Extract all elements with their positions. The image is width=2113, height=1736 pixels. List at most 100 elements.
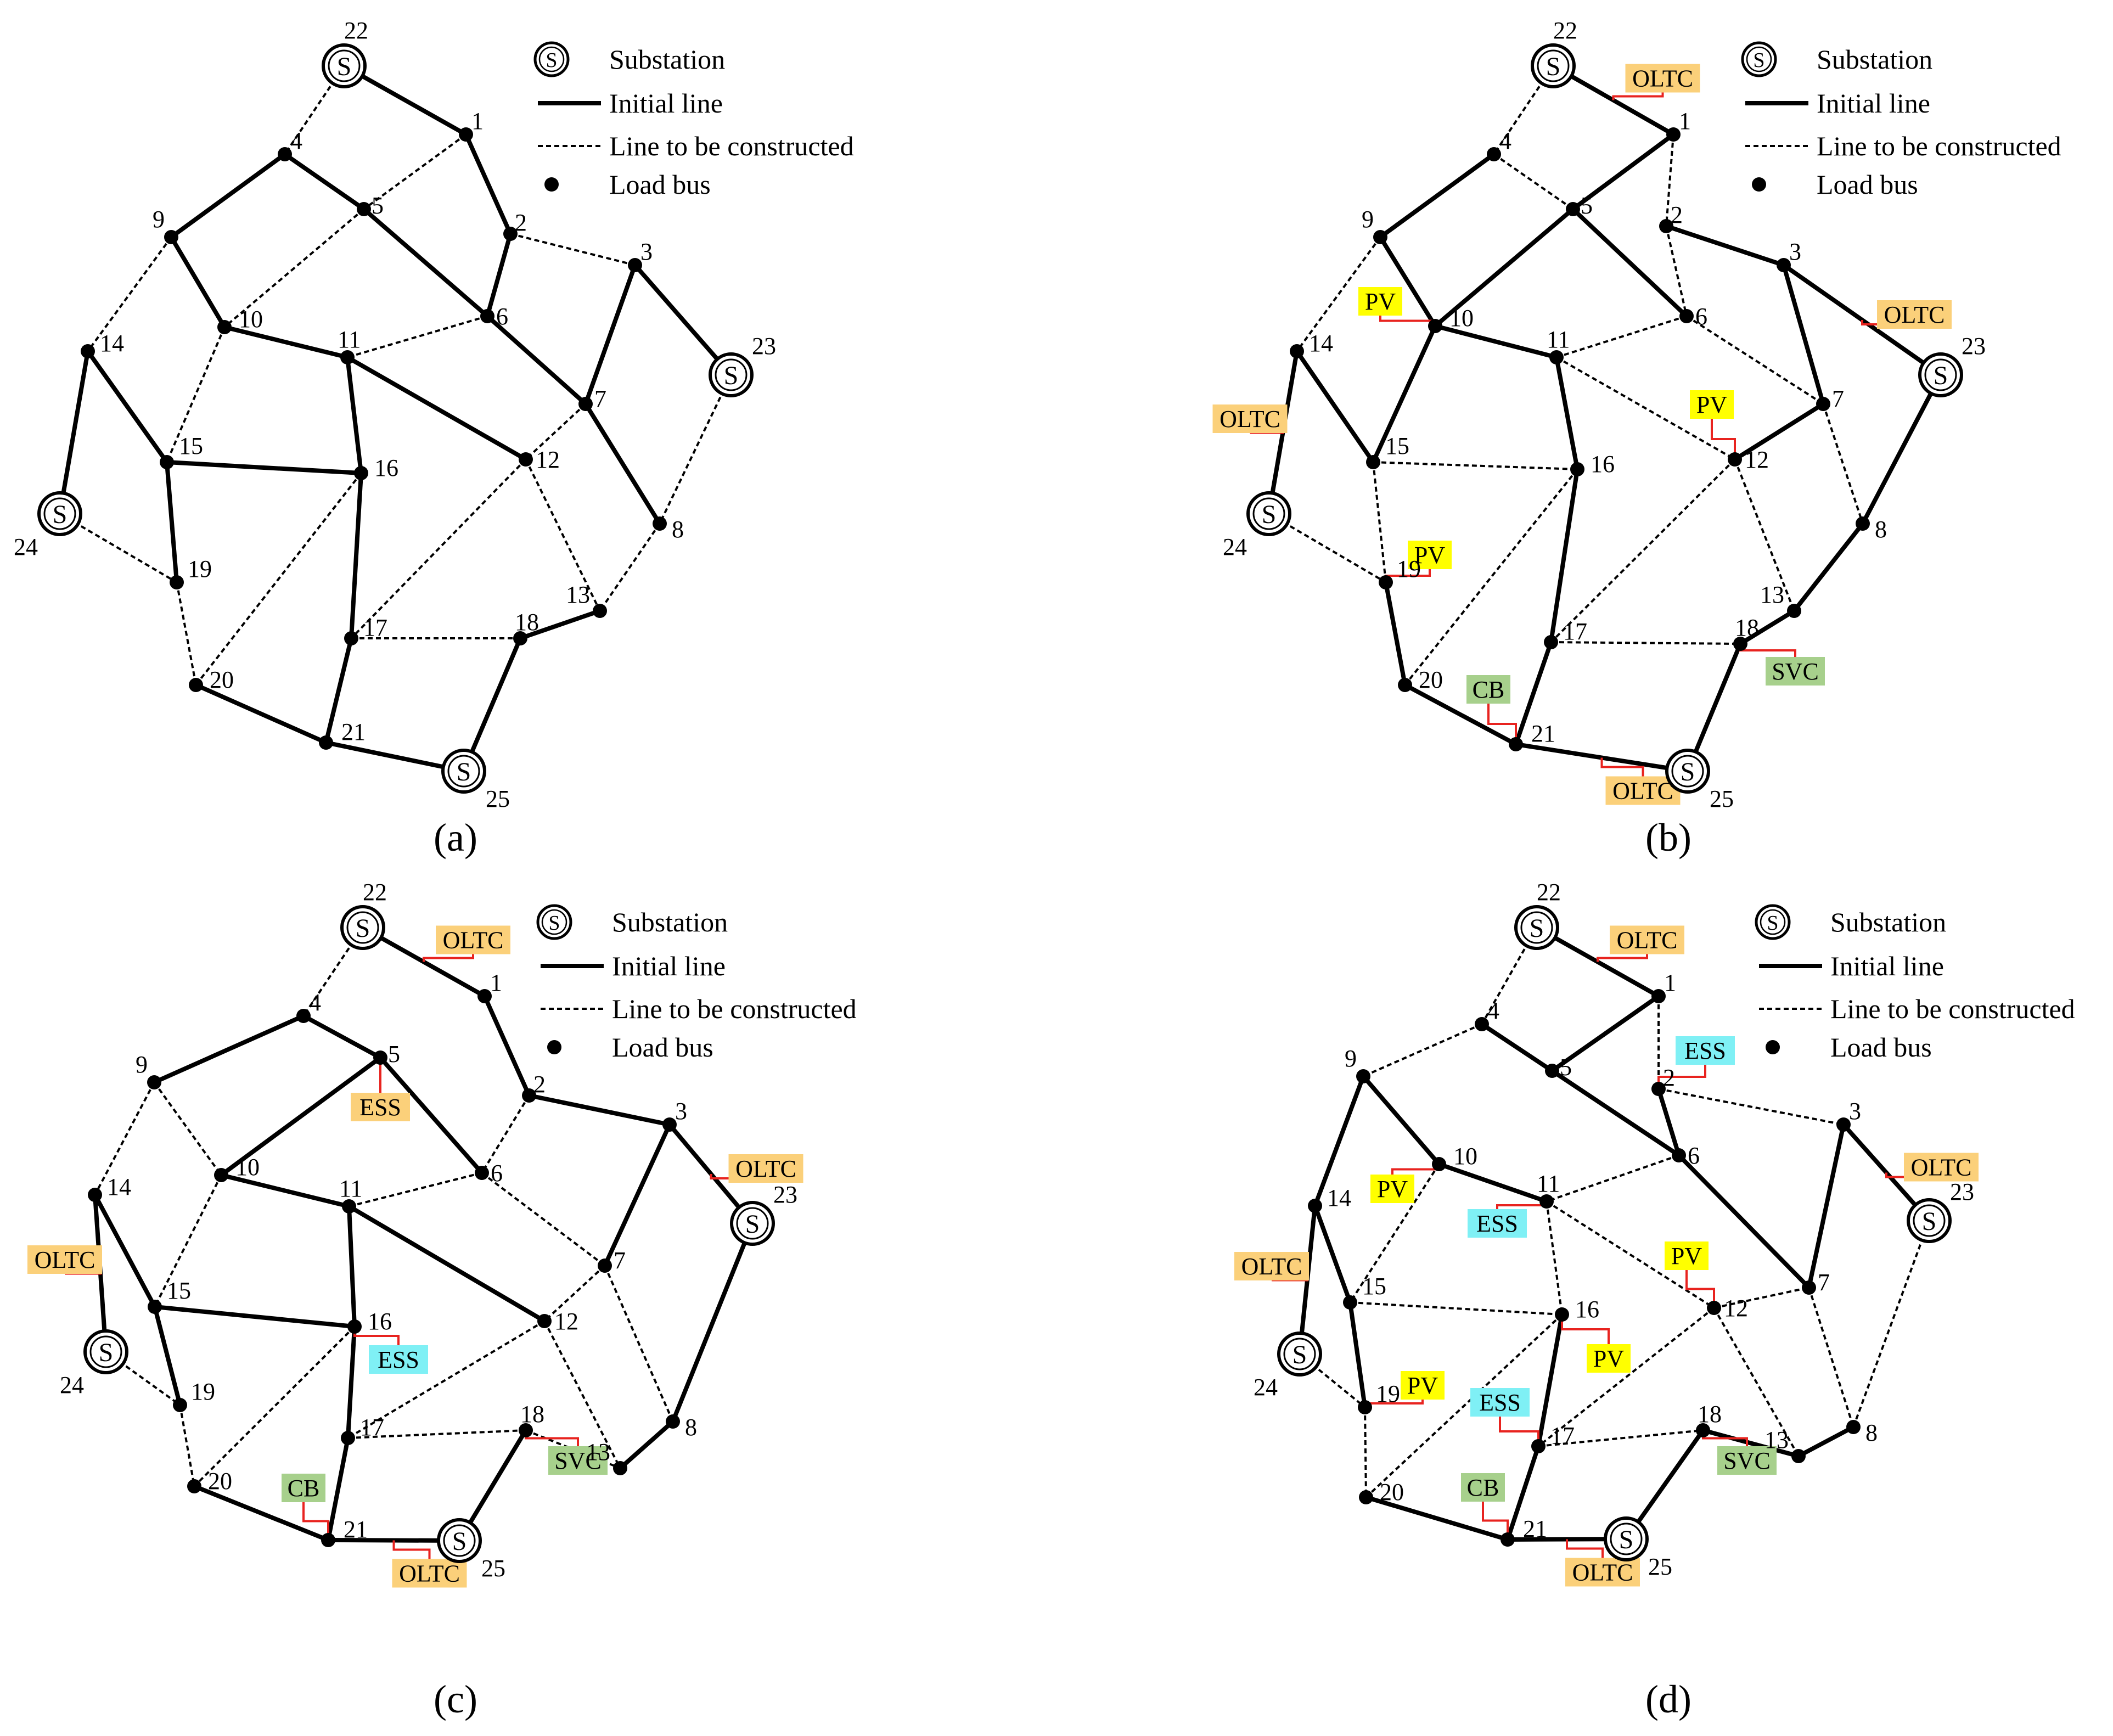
constructed-line-16-20 [195,472,362,686]
node-label-16: 16 [1575,1296,1599,1323]
oltc-tag-bg [392,1559,467,1588]
constructed-line-19-20 [176,582,197,686]
node-label-21: 21 [1523,1515,1547,1542]
device-connector [1487,704,1517,744]
load-bus-17 [341,1431,355,1445]
substation-symbol: S [1262,500,1277,529]
substation-symbol: S [53,500,68,529]
load-bus-14 [1290,344,1304,358]
oltc-tag-bg [1877,300,1952,329]
pv-tag-bg [1358,287,1402,316]
node-label-14: 14 [100,330,124,357]
node-label-5: 5 [1560,1054,1572,1081]
substation-ring [715,358,748,391]
substation-symbol: S [1530,914,1544,943]
load-bus-3 [662,1117,677,1132]
node-label-14: 14 [1309,330,1333,357]
load-bus-1 [477,989,492,1003]
oltc-tag-bg [1212,404,1288,433]
constructed-line-7-8 [1822,403,1864,524]
load-bus-4 [296,1009,311,1023]
constructed-line-11-12 [1546,1200,1715,1309]
cb-tag-bg [1466,675,1510,704]
initial-line-11-16 [345,357,363,474]
node-label-6: 6 [496,303,508,330]
initial-line-16-17 [1536,1314,1564,1447]
constructed-line-7-12 [525,403,587,460]
initial-line-13-8 [1797,1425,1855,1458]
initial-line-8-23 [1861,374,1943,525]
node-label-8: 8 [1875,516,1887,543]
constructed-line-6-7 [481,1172,606,1267]
initial-line-15-19 [153,1306,182,1406]
oltc-tag: OLTC [735,1155,796,1182]
node-label-13: 13 [586,1439,610,1465]
initial-line-4-5 [302,1014,381,1060]
constructed-line-9-10 [153,1081,222,1176]
load-bus-20 [189,678,203,692]
initial-line-7-3 [1807,1124,1846,1288]
load-bus-10 [1432,1157,1446,1171]
panel-b: OLTCOLTCOLTCOLTCPVPVPVSVCCB1234567891011… [1212,17,2061,859]
substation-ring [328,49,361,82]
node-label-19: 19 [191,1378,215,1405]
load-bus-18 [519,1423,533,1437]
node-label-9: 9 [1345,1045,1357,1072]
load-bus-1 [459,127,473,142]
substation-ring [89,1335,122,1368]
legend-initial-line: Initial line [612,951,726,981]
cb-tag-bg [1461,1473,1505,1502]
node-label-14: 14 [107,1173,131,1200]
constructed-line-17-18 [347,1429,526,1439]
node-label-22: 22 [344,17,368,44]
node-label-9: 9 [1362,206,1374,233]
node-label-20: 20 [1419,666,1443,693]
lines-group [93,925,755,1543]
node-label-12: 12 [1724,1295,1748,1322]
initial-line-4-5 [1480,1022,1554,1073]
substation-symbol: S [1681,757,1695,786]
legend-substation-symbol: S [548,912,560,935]
initial-line-4-9 [1379,152,1496,239]
legend-substation-symbol: S [1753,49,1764,72]
node-label-15: 15 [1385,432,1409,459]
pv-tag-bg [1690,390,1734,419]
load-bus-12 [1707,1301,1721,1315]
load-bus-14 [88,1188,102,1202]
constructed-line-5-10 [223,208,365,328]
node-label-17: 17 [1563,618,1587,645]
initial-line-14-24 [58,351,90,514]
oltc-tag: OLTC [443,927,504,954]
pv-tag: PV [1407,1372,1438,1399]
constructed-line-15-19 [1372,462,1387,583]
load-bus-11 [340,350,355,364]
initial-line-8-13 [619,1420,675,1470]
node-label-13: 13 [566,581,590,608]
node-label-8: 8 [672,516,684,543]
initial-line-9-10 [1378,235,1437,328]
node-label-18: 18 [515,609,539,636]
node-label-15: 15 [1362,1273,1386,1300]
device-connector [1685,1270,1715,1308]
load-bus-15 [148,1300,162,1314]
node-label-4: 4 [1487,997,1499,1024]
panel-d: OLTCOLTCOLTCOLTCESSESSESSPVPVPVPVSVCCB12… [1234,879,2075,1721]
initial-line-1-5 [1550,994,1660,1073]
load-bus-21 [321,1533,335,1547]
node-label-25: 25 [486,785,510,812]
load-bus-20 [187,1479,201,1493]
load-bus-19 [173,1398,187,1412]
initial-line-10-11 [224,325,348,359]
initial-line-25-18 [462,637,522,772]
device-connector [1499,1417,1539,1446]
load-bus-8 [666,1414,680,1429]
load-bus-9 [1373,230,1387,244]
node-label-8: 8 [685,1414,697,1441]
oltc-tag-bg [27,1245,102,1274]
load-bus-5 [373,1050,387,1065]
constructed-line-10-15 [1349,1163,1440,1304]
node-label-19: 19 [1376,1380,1400,1407]
